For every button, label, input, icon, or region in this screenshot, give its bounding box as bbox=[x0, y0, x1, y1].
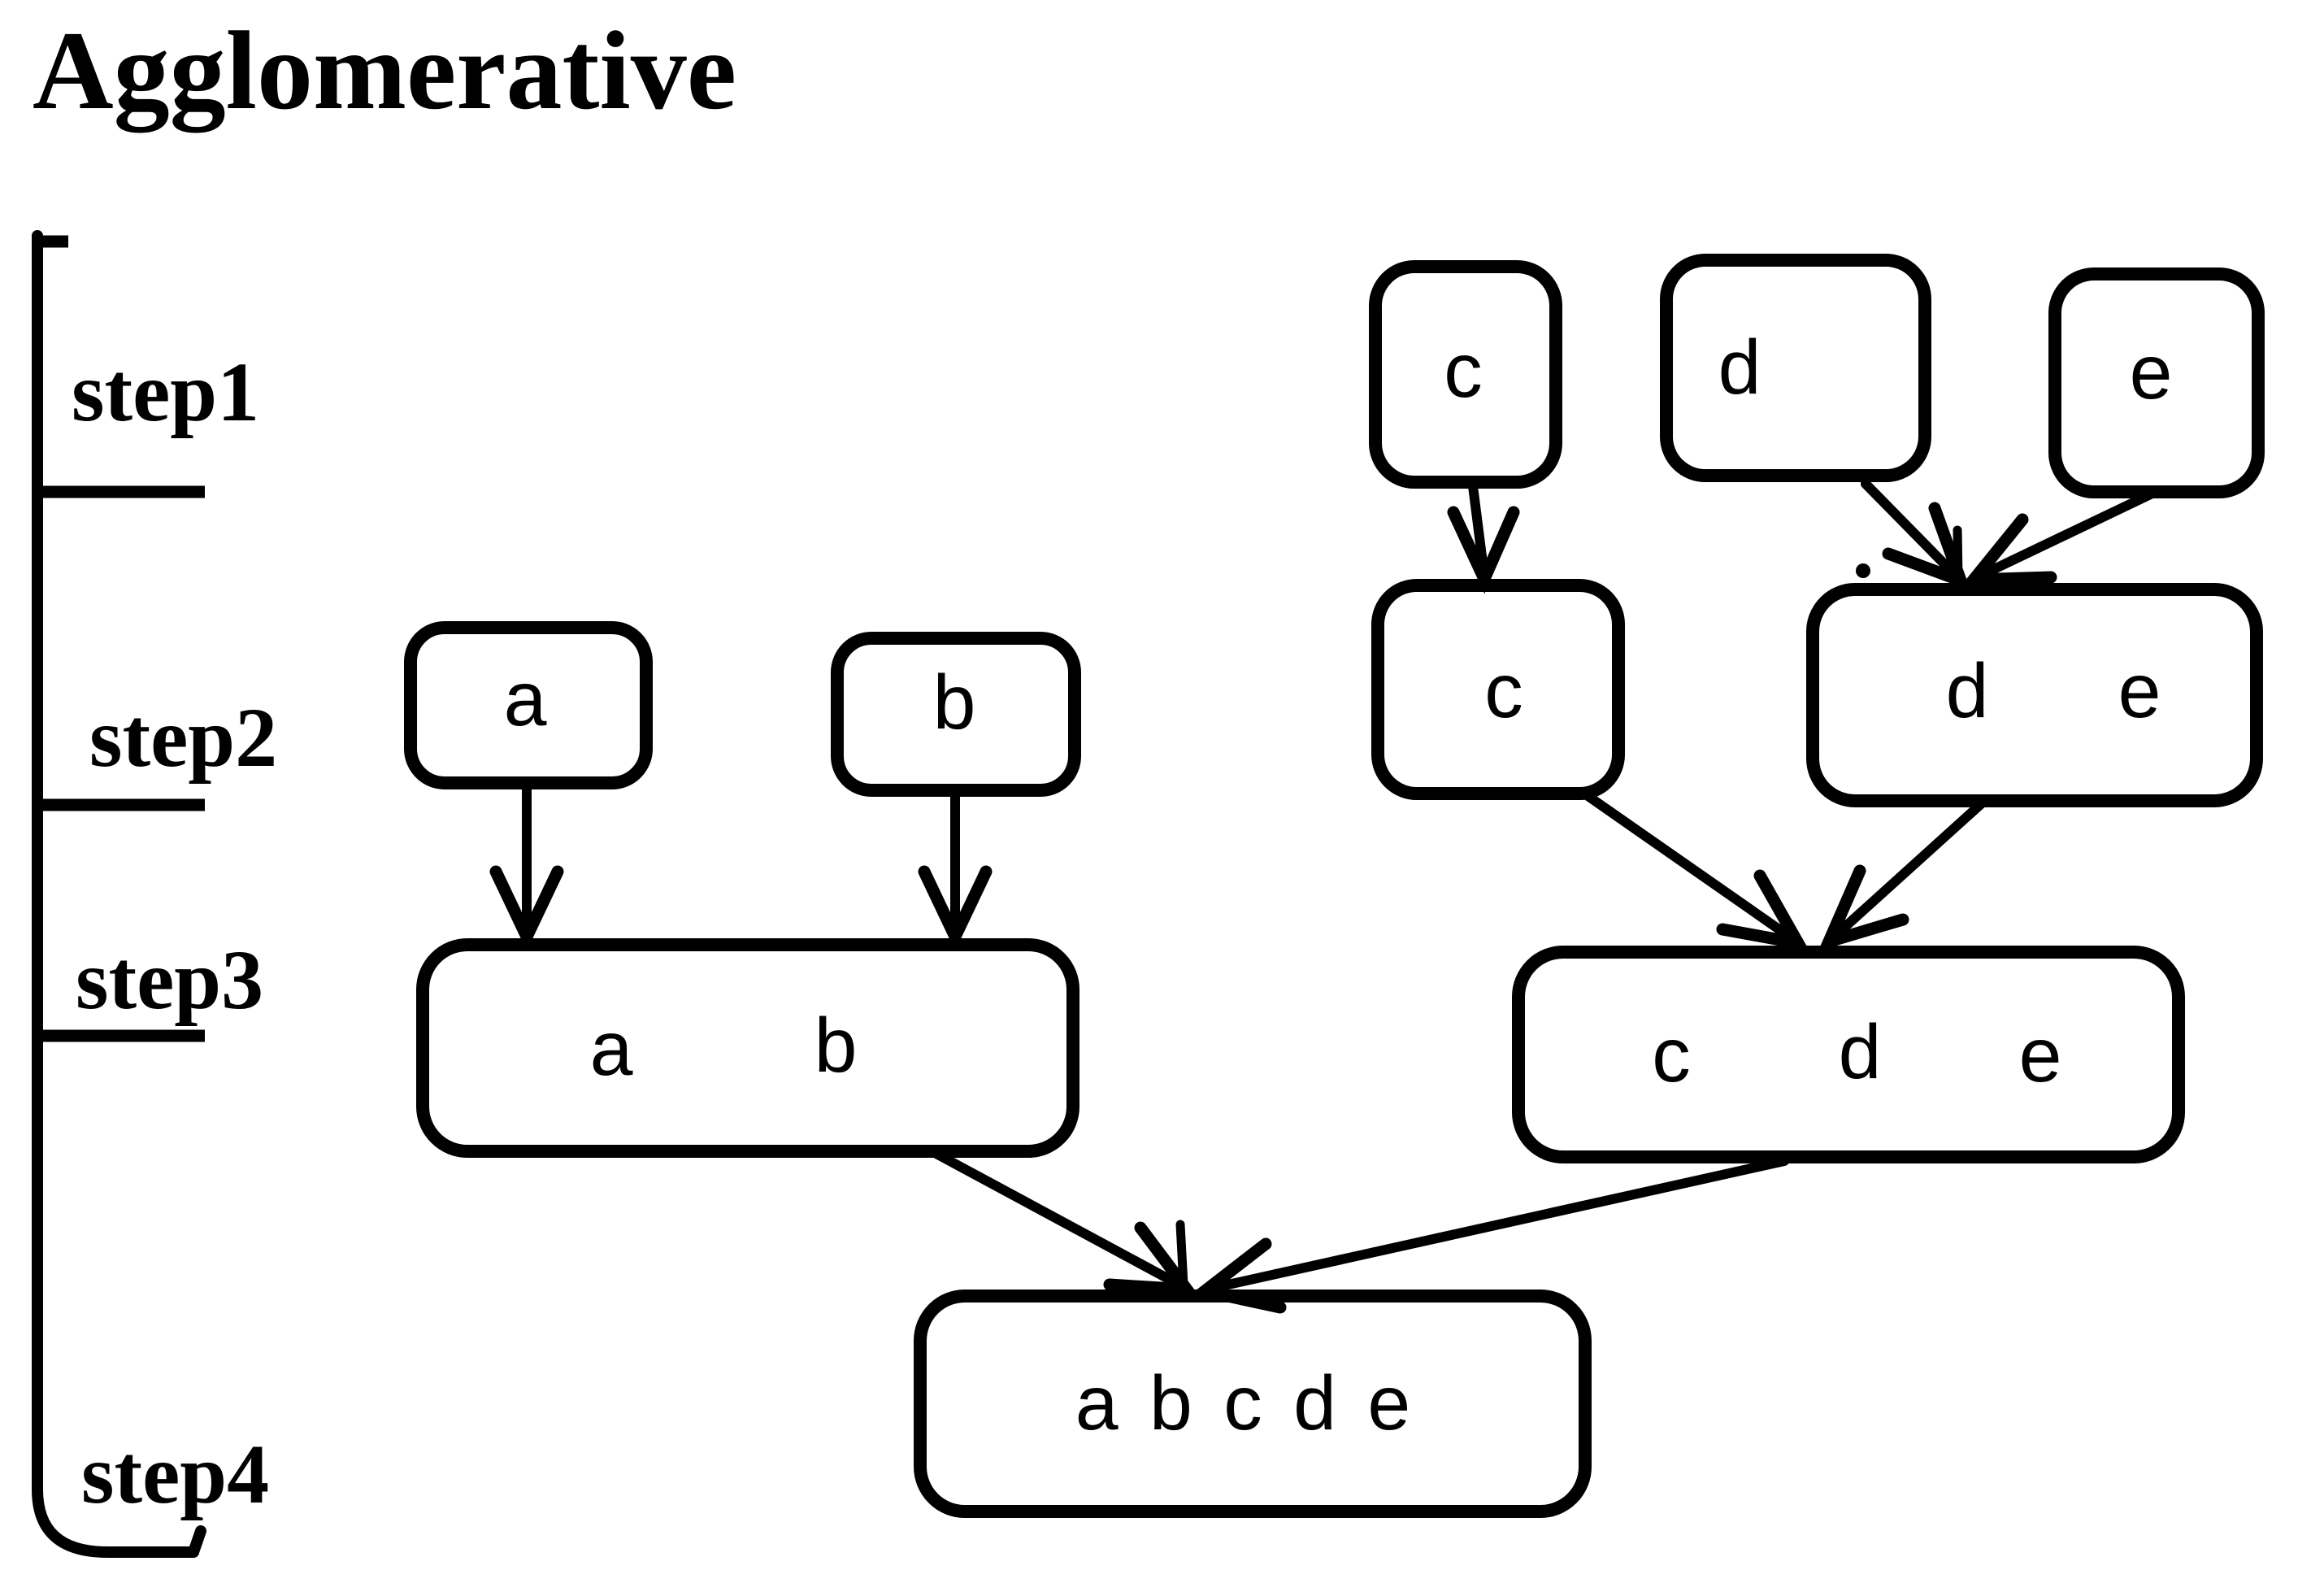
axis-line bbox=[32, 230, 199, 1558]
merge-arrows bbox=[489, 479, 2164, 1314]
arrow-c2-to-cde-shaft bbox=[1582, 790, 1801, 946]
node-de-step2-label-d: d bbox=[1946, 648, 1989, 734]
node-de-step2 bbox=[1806, 583, 2263, 807]
arrow-c2-to-cde-head bbox=[1716, 869, 1810, 952]
diagram-title: Agglomerative bbox=[33, 8, 736, 133]
arrow-cde-to-abcde-head bbox=[1190, 1237, 1287, 1314]
axis-end-hook bbox=[188, 1525, 206, 1558]
arrow-de-to-cde-head bbox=[1818, 864, 1909, 951]
arrow-e1-to-de-head bbox=[1960, 513, 2057, 587]
node-ab-step3-label-a: a bbox=[590, 1006, 633, 1092]
node-d-step1 bbox=[1660, 254, 1931, 482]
arrow-e1-to-de-shaft bbox=[1970, 485, 2164, 583]
node-abcde-step4-label: a b c d e bbox=[1075, 1360, 1415, 1446]
node-ab-step3 bbox=[416, 938, 1079, 1158]
node-c-step1-label: c bbox=[1444, 328, 1483, 414]
cluster-nodes: c d e a b c d e a b c d e a b bbox=[404, 254, 2265, 1518]
node-cde-step3-label-e: e bbox=[2019, 1012, 2062, 1098]
arrow-cde-to-abcde-shaft bbox=[1201, 1156, 1789, 1294]
arrow-d1-to-de-shaft bbox=[1861, 479, 1964, 584]
arrow-abcde-stray-stroke bbox=[1175, 1220, 1188, 1289]
node-ab-step3-label-b: b bbox=[814, 1002, 858, 1089]
arrow-b-to-ab-head bbox=[918, 865, 993, 951]
arrow-de-stray-stroke bbox=[1953, 525, 1963, 582]
node-d-step1-label: d bbox=[1718, 324, 1761, 411]
node-c-step2 bbox=[1371, 579, 1625, 800]
node-cde-step3-label-c: c bbox=[1652, 1012, 1691, 1098]
arrow-a-to-ab-head bbox=[489, 865, 564, 951]
step-label-4: step4 bbox=[81, 1428, 269, 1521]
node-cde-step3-label-d: d bbox=[1839, 1009, 1882, 1095]
node-de-step2-label-e: e bbox=[2118, 648, 2161, 734]
step-label-2: step2 bbox=[89, 691, 277, 785]
node-a-step2-label: a bbox=[504, 656, 547, 742]
step-label-1: step1 bbox=[72, 346, 259, 439]
step-label-3: step3 bbox=[76, 933, 263, 1027]
node-b-step2-label: b bbox=[933, 659, 976, 746]
arrow-de-to-cde-shaft bbox=[1826, 798, 1987, 945]
arrow-c1-to-c2-head bbox=[1447, 506, 1520, 594]
node-c-step2-label: c bbox=[1484, 648, 1523, 734]
arrow-ab-to-abcde-shaft bbox=[930, 1148, 1190, 1293]
node-c-step1 bbox=[1369, 260, 1562, 489]
node-e-step1-label: e bbox=[2130, 329, 2173, 415]
node-cde-step3 bbox=[1512, 946, 2185, 1163]
ink-dot bbox=[1856, 563, 1870, 578]
step-axis: step1 step2 step3 step4 bbox=[32, 230, 277, 1558]
arrow-ab-to-abcde-head bbox=[1103, 1221, 1200, 1297]
